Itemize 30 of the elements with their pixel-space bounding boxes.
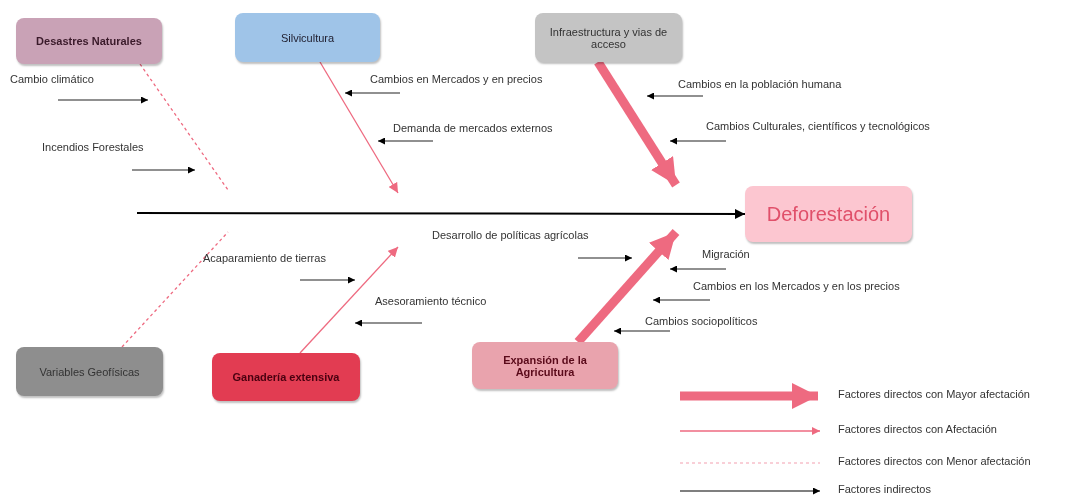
legend-label: Factores directos con Afectación	[838, 423, 997, 435]
factor-label: Migración	[702, 248, 750, 260]
factor-label: Cambios en Mercados y en precios	[370, 73, 543, 85]
legend-label: Factores indirectos	[838, 483, 931, 495]
factor-label: Cambio climático	[10, 73, 94, 85]
factor-label: Demanda de mercados externos	[393, 122, 553, 134]
arrow	[574, 229, 680, 345]
factor-label: Asesoramiento técnico	[375, 295, 487, 307]
arrow	[136, 209, 746, 219]
factor-label: Cambios Culturales, científicos y tecnológicos	[706, 120, 930, 132]
cause-box: Variables Geofísicas	[16, 347, 163, 396]
arrow	[594, 59, 680, 188]
arrow	[299, 246, 399, 354]
factor-label: Cambios sociopolíticos	[645, 315, 758, 327]
legend-label: Factores directos con Mayor afectación	[838, 388, 1030, 400]
arrow	[319, 61, 399, 194]
legend-label: Factores directos con Menor afectación	[838, 455, 1031, 467]
factor-label: Cambios en los Mercados y en los precios	[693, 280, 900, 292]
cause-box: Expansión de la Agricultura	[472, 342, 618, 389]
factor-label: Desarrollo de políticas agrícolas	[432, 229, 589, 241]
effect-box: Deforestación	[745, 186, 912, 242]
cause-box: Silvicultura	[235, 13, 380, 62]
factor-label: Acaparamiento de tierras	[203, 252, 326, 264]
dashed-line	[139, 63, 229, 191]
cause-box: Ganadería extensiva	[212, 353, 360, 401]
cause-box: Desastres Naturales	[16, 18, 162, 64]
factor-label: Cambios en la población humana	[678, 78, 842, 90]
dashed-line	[121, 231, 229, 348]
cause-box: Infraestructura y vias de acceso	[535, 13, 682, 62]
factor-label: Incendios Forestales	[42, 141, 144, 153]
